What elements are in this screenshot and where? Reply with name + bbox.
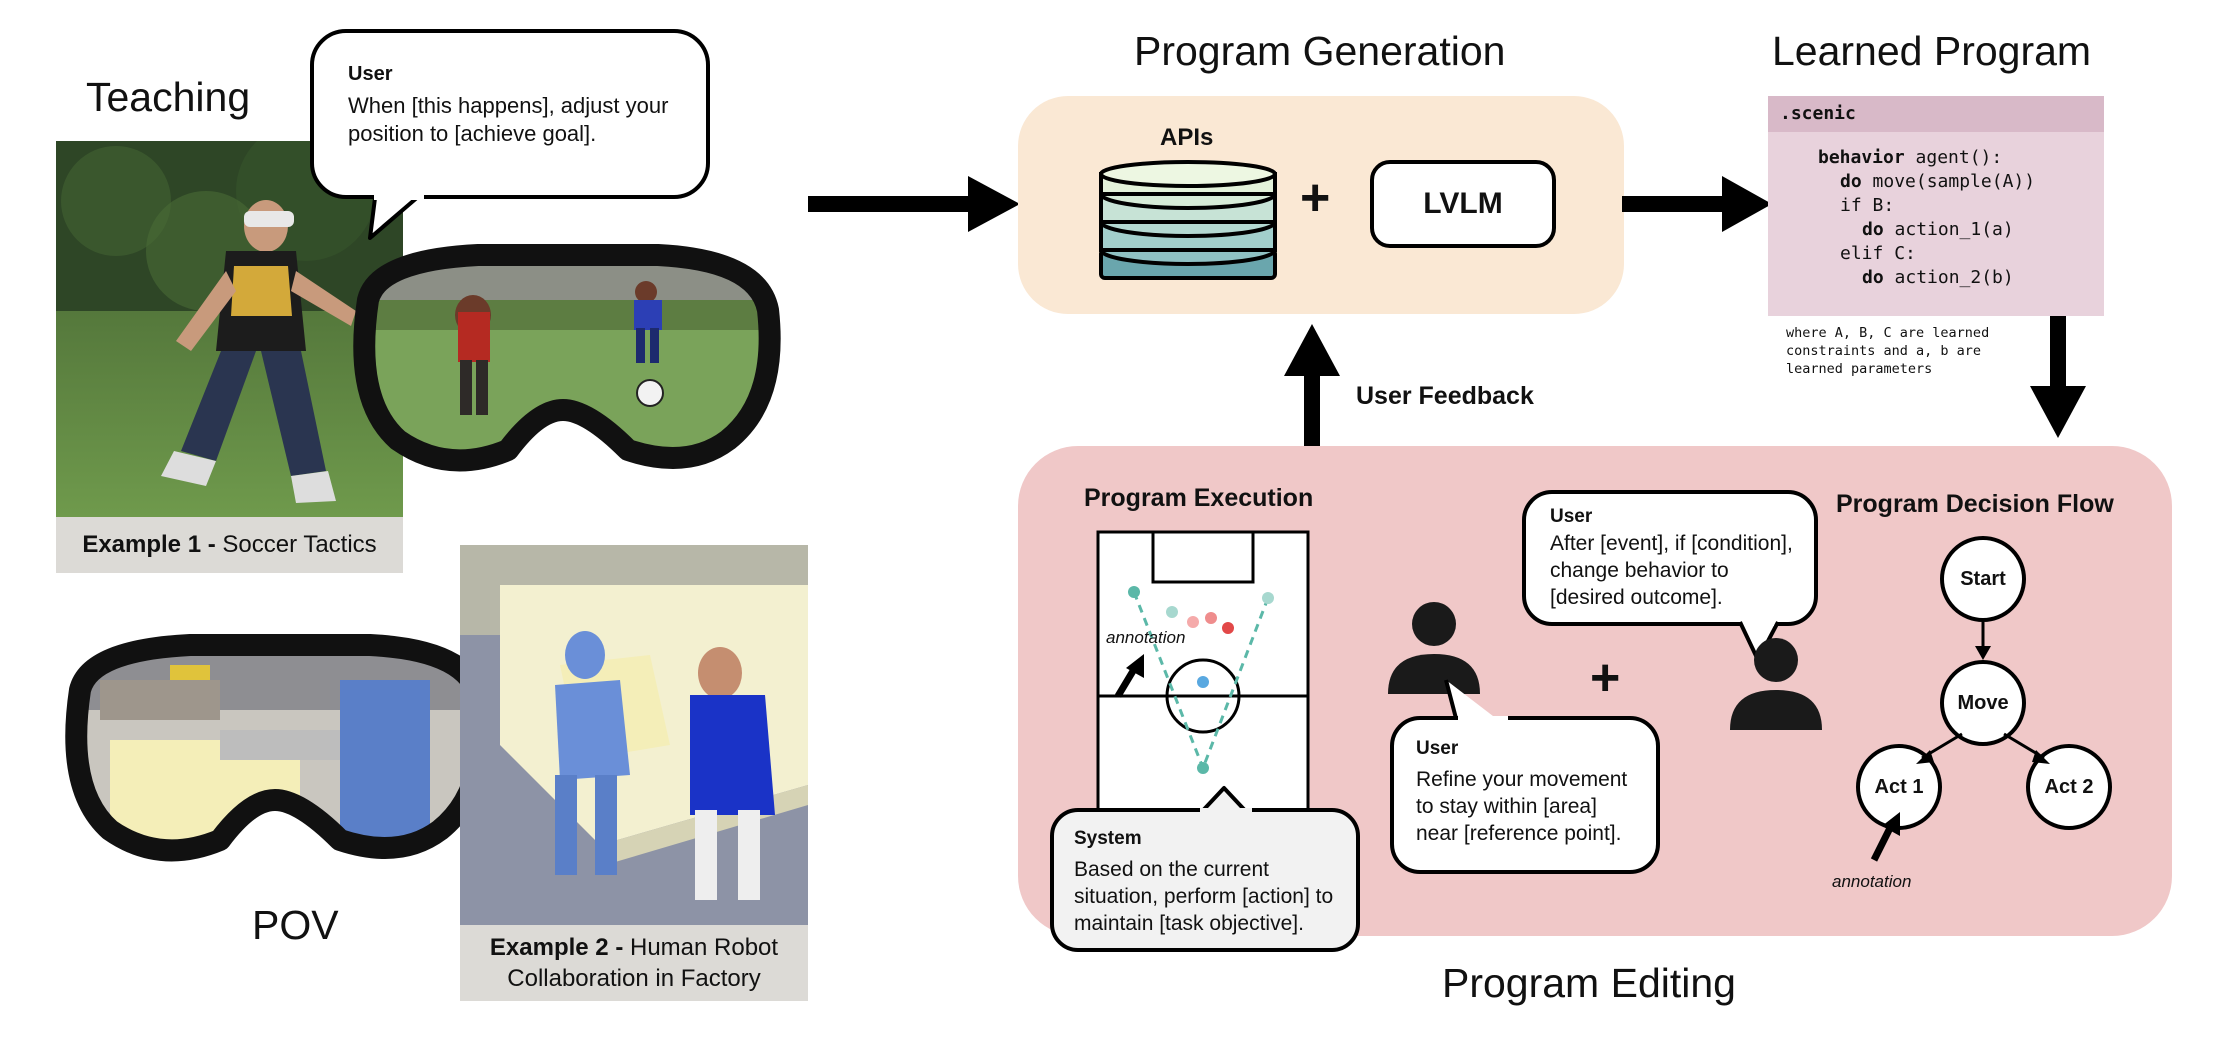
bubble-speaker: System [1074, 828, 1142, 849]
flow-node-label: Start [1960, 567, 2006, 590]
generation-title: Program Generation [1134, 28, 1506, 74]
example1-text: Soccer Tactics [215, 531, 377, 558]
user-bubble-tail-cover [374, 192, 424, 200]
flow-title: Program Decision Flow [1836, 490, 2114, 518]
code-file-label: .scenic [1768, 96, 2104, 132]
learned-title: Learned Program [1772, 28, 2092, 74]
editing-title: Program Editing [1442, 960, 1736, 1006]
flow-node-move: Move [1940, 660, 2026, 746]
example2-label: Example 2 - [489, 934, 624, 961]
flow-edges [1916, 622, 2050, 764]
generation-plus: + [1300, 169, 1331, 227]
bubble-message: Refine your movement to stay within [are… [1416, 768, 1628, 845]
editing-user-bubble-left: User Refine your movement to stay within… [1390, 716, 1660, 874]
arrow-icon [1622, 176, 1772, 232]
database-icon [1099, 160, 1277, 280]
factory-photo [460, 545, 808, 925]
teaching-user-bubble: User When [this happens], adjust your po… [310, 29, 710, 199]
code-line: if B: [1768, 194, 2104, 218]
bubble-speaker: User [1416, 738, 1459, 759]
person-icon [1388, 602, 1480, 694]
editing-plus: + [1590, 649, 1621, 707]
bubble-message: Based on the current situation, perform … [1074, 858, 1334, 935]
vr-goggles-icon [65, 634, 493, 862]
code-keyword: do [1862, 219, 1884, 240]
lvlm-label: LVLM [1423, 187, 1503, 220]
example2-caption: Example 2 - Human Robot Collaboration in… [460, 925, 808, 1001]
bubble-message: When [this happens], adjust your positio… [348, 93, 669, 146]
example2-text: Human Robot Collaboration in Factory [507, 934, 779, 992]
code-note: where A, B, C are learned constraints an… [1786, 325, 1990, 377]
flow-node-label: Act 2 [2044, 775, 2094, 798]
code-panel: .scenic behavior agent(): do move(sample… [1768, 96, 2104, 316]
code-line: do action_2(b) [1768, 266, 2104, 290]
arrow-icon [1284, 324, 1340, 446]
arrow-icon [2030, 316, 2086, 438]
system-bubble: System Based on the current situation, p… [1050, 808, 1360, 952]
cursor-arrow-icon [1870, 812, 1900, 862]
code-text: action_2(b) [1883, 267, 2014, 288]
editing-user-bubble-right: User After [event], if [condition], chan… [1522, 490, 1818, 626]
apis-label: APIs [1160, 124, 1214, 151]
flow-node-label: Act 1 [1874, 775, 1924, 798]
system-bubble-tail-cover [1200, 808, 1252, 814]
code-text: B: [1861, 195, 1895, 216]
code-keyword: behavior [1818, 147, 1905, 168]
code-line: do action_1(a) [1768, 218, 2104, 242]
code-keyword: do [1840, 171, 1862, 192]
annotation-label: annotation [1832, 872, 1912, 891]
bubble-speaker: User [348, 63, 393, 85]
person-icon [1730, 638, 1822, 730]
teaching-title: Teaching [86, 74, 251, 120]
example1-label: Example 1 - [82, 531, 216, 558]
code-text: C: [1883, 243, 1916, 264]
code-line: behavior agent(): [1768, 146, 2104, 170]
code-keyword: do [1862, 267, 1884, 288]
code-text: agent(): [1904, 147, 2003, 168]
code-line: do move(sample(A)) [1768, 170, 2104, 194]
user-feedback-label: User Feedback [1356, 382, 1534, 410]
code-line: elif C: [1768, 242, 2104, 266]
code-text: action_1(a) [1883, 219, 2014, 240]
bubble-message: After [event], if [condition], change be… [1550, 532, 1793, 609]
code-text: move(sample(A)) [1861, 171, 2036, 192]
cursor-arrow-icon [1114, 654, 1144, 698]
code-keyword: elif [1840, 243, 1884, 264]
execution-title: Program Execution [1084, 484, 1314, 512]
flow-node-label: Move [1957, 691, 2009, 714]
lvlm-box: LVLM [1370, 160, 1556, 248]
bubble-speaker: User [1550, 506, 1593, 527]
user-bubble-tail-cover [1458, 716, 1508, 722]
arrow-icon [808, 176, 1020, 232]
vr-goggles-icon [353, 244, 781, 472]
user-bubble-tail [368, 188, 428, 240]
pov-title: POV [252, 902, 339, 948]
code-keyword: if [1840, 195, 1862, 216]
code-block: behavior agent(): do move(sample(A)) if … [1768, 132, 2104, 290]
factory-photo-image [460, 545, 808, 925]
example1-caption: Example 1 - Soccer Tactics [56, 517, 403, 573]
flow-node-start: Start [1940, 536, 2026, 622]
annotation-label: annotation [1106, 628, 1186, 647]
